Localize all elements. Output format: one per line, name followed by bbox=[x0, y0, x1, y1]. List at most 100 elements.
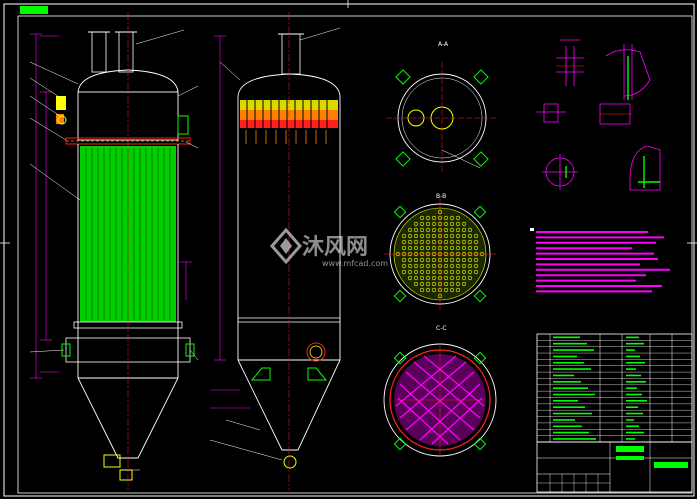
tube-hole bbox=[443, 215, 449, 221]
watermark-logo bbox=[270, 227, 302, 265]
tube-hole bbox=[419, 215, 425, 221]
technical-notes bbox=[530, 228, 670, 293]
tube-hole bbox=[407, 227, 413, 233]
tube-hole bbox=[443, 275, 449, 281]
tube-hole bbox=[425, 287, 431, 293]
tube-hole bbox=[419, 281, 425, 287]
section-b-b-label: B-B bbox=[436, 193, 446, 200]
tube-hole bbox=[401, 245, 407, 251]
tube-hole bbox=[425, 215, 431, 221]
tube-hole bbox=[455, 263, 461, 269]
tube-hole bbox=[461, 245, 467, 251]
tube-hole bbox=[443, 269, 449, 275]
tube-hole bbox=[455, 281, 461, 287]
tube-hole bbox=[401, 263, 407, 269]
tube-hole bbox=[431, 263, 437, 269]
tube-hole bbox=[407, 269, 413, 275]
title-block bbox=[536, 441, 693, 493]
tube-hole bbox=[473, 269, 479, 275]
tube-hole bbox=[431, 257, 437, 263]
tube-hole bbox=[455, 269, 461, 275]
tube-hole bbox=[431, 287, 437, 293]
section-b-b: B-B bbox=[384, 193, 496, 310]
tube-hole bbox=[413, 275, 419, 281]
tube-hole bbox=[461, 257, 467, 263]
tube-hole bbox=[473, 257, 479, 263]
tube-hole bbox=[467, 233, 473, 239]
section-c-c: C-C bbox=[383, 325, 497, 457]
tube-hole bbox=[413, 227, 419, 233]
tube-hole bbox=[461, 233, 467, 239]
tube-hole bbox=[419, 275, 425, 281]
section-a-a: A-A bbox=[386, 41, 498, 174]
watermark: 沐风网 www.mfcad.com bbox=[270, 227, 388, 268]
tube-hole bbox=[443, 239, 449, 245]
tube-hole bbox=[413, 269, 419, 275]
tube-hole bbox=[449, 281, 455, 287]
tube-hole bbox=[467, 269, 473, 275]
tube-hole bbox=[455, 275, 461, 281]
tube-hole bbox=[425, 281, 431, 287]
parts-list-table bbox=[536, 333, 693, 443]
tube-hole bbox=[473, 239, 479, 245]
front-view-vessel bbox=[29, 12, 199, 490]
tube-hole bbox=[407, 275, 413, 281]
tube-hole bbox=[461, 239, 467, 245]
watermark-url: www.mfcad.com bbox=[322, 259, 388, 268]
tube-hole bbox=[425, 227, 431, 233]
tube-hole bbox=[461, 221, 467, 227]
tube-hole bbox=[431, 281, 437, 287]
tube-hole bbox=[443, 287, 449, 293]
tube-hole bbox=[449, 275, 455, 281]
tube-hole bbox=[467, 227, 473, 233]
tube-hole bbox=[431, 215, 437, 221]
tube-hole bbox=[425, 233, 431, 239]
tube-hole bbox=[449, 215, 455, 221]
tube-hole bbox=[425, 221, 431, 227]
tube-hole bbox=[425, 239, 431, 245]
tube-hole bbox=[425, 275, 431, 281]
tube-hole bbox=[449, 239, 455, 245]
side-view-vessel bbox=[209, 12, 341, 490]
title-tab bbox=[20, 6, 48, 14]
tube-hole bbox=[455, 233, 461, 239]
tube-hole bbox=[407, 245, 413, 251]
tube-hole bbox=[431, 245, 437, 251]
tube-hole bbox=[467, 257, 473, 263]
watermark-brand: 沐风网 bbox=[302, 235, 368, 260]
tube-hole bbox=[443, 233, 449, 239]
tube-hole bbox=[413, 257, 419, 263]
tube-hole bbox=[461, 275, 467, 281]
tube-hole bbox=[461, 281, 467, 287]
tube-hole bbox=[431, 221, 437, 227]
tube-hole bbox=[431, 275, 437, 281]
tube-hole bbox=[425, 245, 431, 251]
tube-hole bbox=[401, 233, 407, 239]
tube-hole bbox=[443, 227, 449, 233]
tube-hole bbox=[449, 233, 455, 239]
tube-hole bbox=[443, 221, 449, 227]
tube-hole bbox=[419, 263, 425, 269]
tube-hole bbox=[419, 257, 425, 263]
tube-hole bbox=[413, 281, 419, 287]
tube-hole bbox=[413, 245, 419, 251]
tube-hole bbox=[419, 233, 425, 239]
tube-hole bbox=[407, 257, 413, 263]
section-c-c-label: C-C bbox=[436, 325, 447, 332]
tube-hole bbox=[419, 227, 425, 233]
tube-hole bbox=[449, 221, 455, 227]
tube-hole bbox=[455, 227, 461, 233]
tube-hole bbox=[449, 287, 455, 293]
tube-hole bbox=[467, 245, 473, 251]
tube-hole bbox=[467, 263, 473, 269]
tube-hole bbox=[407, 239, 413, 245]
tube-hole bbox=[455, 215, 461, 221]
tube-hole bbox=[431, 269, 437, 275]
tube-hole bbox=[419, 239, 425, 245]
tube-hole bbox=[449, 269, 455, 275]
section-a-a-label: A-A bbox=[438, 41, 449, 48]
tube-hole bbox=[449, 257, 455, 263]
detail-views bbox=[536, 39, 661, 191]
tube-hole bbox=[425, 263, 431, 269]
